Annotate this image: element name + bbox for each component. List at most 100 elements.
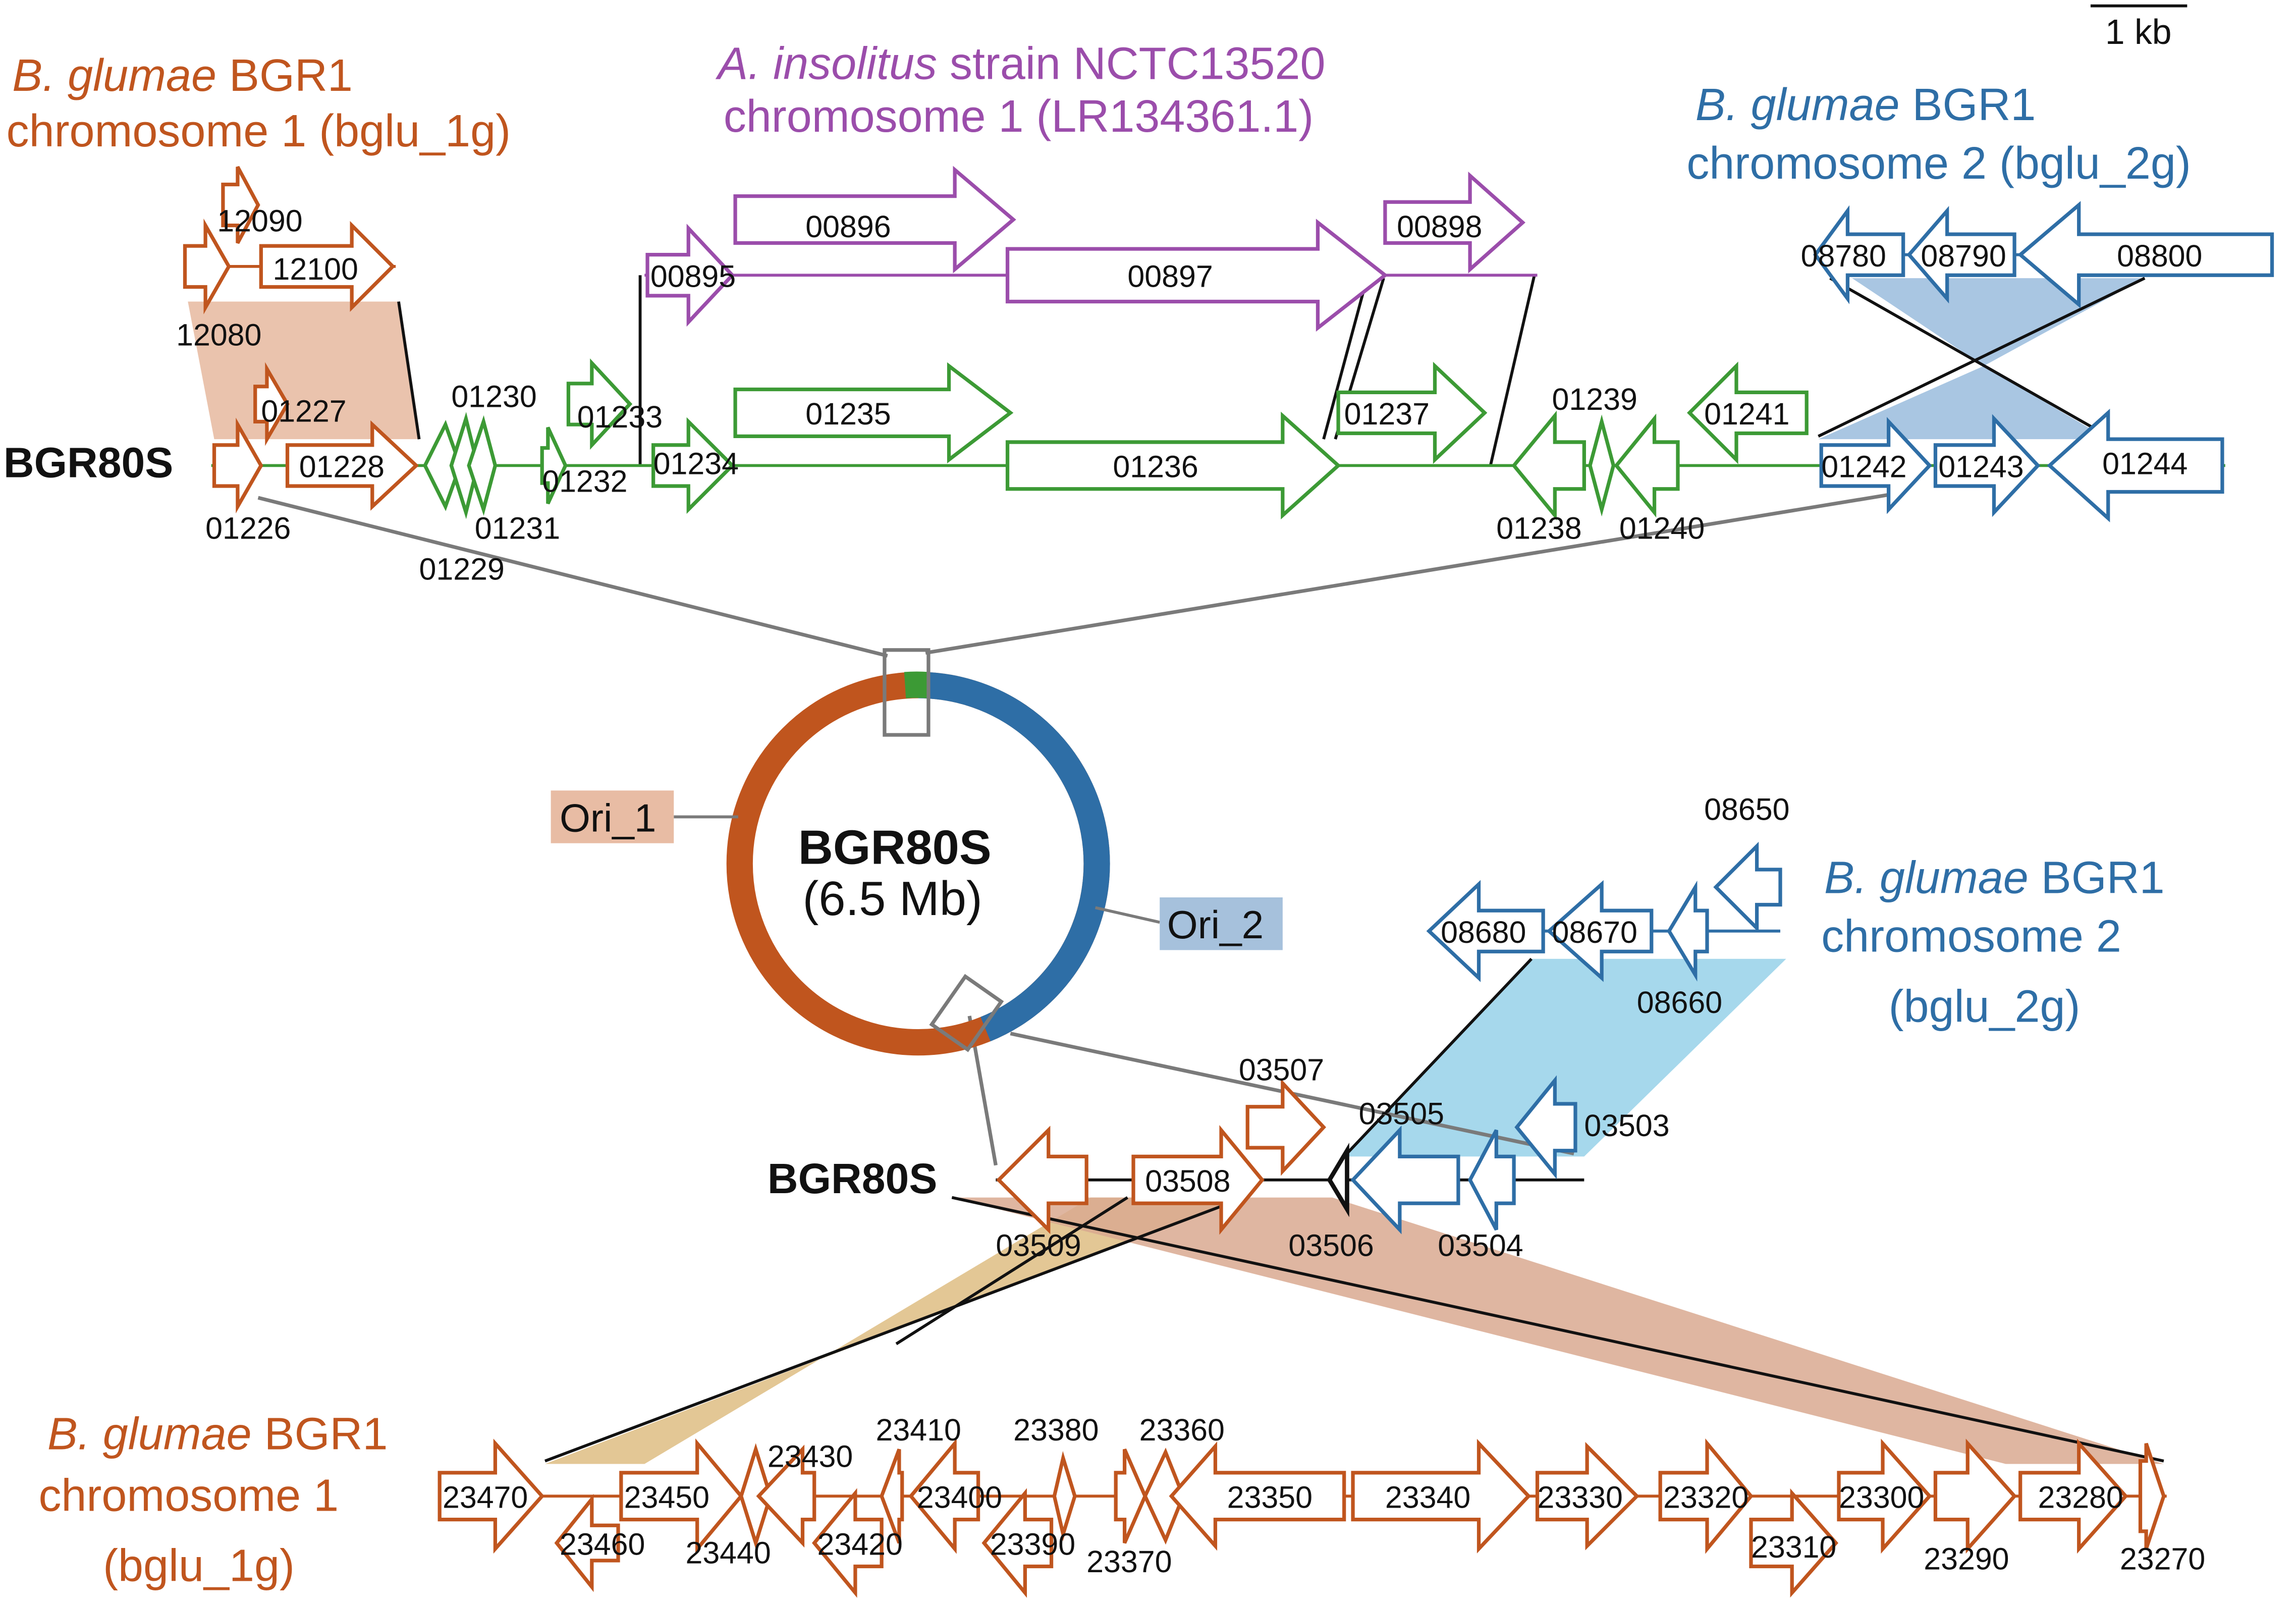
gene-label: 03509	[996, 1228, 1081, 1263]
gene-label: 23440	[685, 1536, 771, 1570]
gene-arrow-12090	[221, 166, 260, 244]
zoom-box-bottom	[929, 974, 1004, 1052]
genome-name: BGR80S	[798, 820, 992, 874]
title-chr2-top-l2: chromosome 2 (bglu_2g)	[1686, 138, 2191, 189]
gene-arrow-23270	[2138, 1442, 2166, 1549]
gene-label: 23390	[990, 1527, 1075, 1561]
gene-arrow-23300	[1837, 1438, 1932, 1554]
gene-arrow-23310	[1749, 1488, 1839, 1598]
gene-arrow-01243	[1933, 414, 2041, 517]
gene-label: 01242	[1821, 450, 1906, 484]
gene-label: 01231	[475, 511, 560, 545]
gene-label: 08680	[1441, 915, 1526, 949]
gene-arrow-03506	[1327, 1143, 1349, 1217]
gene-label: 01230	[451, 379, 536, 413]
gene-arrow-03507	[1245, 1079, 1327, 1176]
title-chr1-top-l1: B. glumae BGR1	[12, 50, 353, 101]
gene-label: 03505	[1359, 1097, 1444, 1131]
gene-arrow-01238	[1511, 410, 1586, 521]
gene-arrow-08670	[1546, 880, 1654, 982]
link-brown-1	[951, 1196, 2164, 1463]
gene-label: 23330	[1538, 1480, 1623, 1514]
gene-arrow-01226	[212, 417, 263, 514]
gene-label: 03503	[1584, 1108, 1669, 1143]
gene-label: 23380	[1013, 1413, 1099, 1447]
gene-arrow-01237	[1336, 361, 1488, 464]
gene-arrow-08800	[2017, 201, 2274, 309]
zoom-line-2	[925, 493, 1889, 655]
gene-arrow-01228	[285, 420, 419, 511]
link-chr2-top-2	[1818, 277, 2146, 438]
gene-label: 23370	[1086, 1544, 1172, 1579]
gene-arrow-08790	[1906, 205, 2016, 304]
gene-arrow-08780	[1813, 205, 1905, 304]
gene-label: 00897	[1127, 259, 1213, 293]
band-chr2-top-a	[1852, 278, 2145, 366]
gene-arrow-23450	[619, 1438, 744, 1554]
gene-arrow-01244	[2047, 408, 2224, 522]
gene-arrow-12080	[183, 219, 231, 314]
gene-arrow-23380	[1052, 1451, 1077, 1541]
link-chr2-mid	[1343, 957, 1533, 1158]
gene-arrow-01241	[1687, 361, 1809, 464]
gene-label: 23430	[768, 1439, 853, 1473]
gene-label: 23410	[876, 1413, 961, 1447]
ori2-label: Ori_2	[1167, 902, 1264, 947]
gene-arrow-03508	[1131, 1125, 1265, 1235]
gene-label: 01227	[261, 394, 346, 428]
gene-label: 23460	[560, 1527, 645, 1561]
strain-label-top: BGR80S	[4, 439, 174, 487]
link-ins-4	[1489, 275, 1536, 466]
gene-arrow-01233	[566, 358, 633, 450]
gene-arrow-01236	[1005, 411, 1341, 520]
gene-arrow-01239	[1588, 414, 1616, 517]
gene-arrow-00895	[645, 224, 735, 327]
gene-arrow-01242	[1819, 417, 1932, 514]
gene-label: 08660	[1637, 985, 1722, 1020]
gene-arrow-23290	[1933, 1438, 2017, 1554]
gene-label: 01241	[1704, 397, 1789, 431]
title-chr1-bottom-l1: B. glumae BGR1	[47, 1409, 388, 1459]
genome-size: (6.5 Mb)	[802, 872, 982, 926]
gene-label: 23470	[443, 1480, 528, 1514]
gene-label: 01239	[1552, 382, 1637, 416]
gene-label: 23320	[1663, 1480, 1748, 1514]
gene-label: 23270	[2120, 1541, 2205, 1576]
gene-arrow-12100	[259, 221, 396, 312]
title-chr1-top-l2: chromosome 1 (bglu_1g)	[7, 106, 511, 156]
gene-arrow-08650	[1713, 841, 1782, 933]
gene-arrow-00896	[733, 166, 1016, 274]
gene-label: 23360	[1139, 1413, 1225, 1447]
title-chr2-mid-l1: B. glumae BGR1	[1824, 852, 2165, 903]
band-chr2-top-b	[1818, 366, 2108, 440]
title-chr2-mid-l2: chromosome 2	[1821, 911, 2121, 961]
title-chr2-top-l1: B. glumae BGR1	[1696, 80, 2036, 130]
title-chr1-bottom-l2: chromosome 1	[38, 1470, 339, 1521]
gene-label: 23290	[1924, 1541, 2009, 1576]
gene-label: 08790	[1921, 239, 2006, 273]
band-chr2-mid	[1344, 958, 1786, 1157]
gene-label: 08650	[1704, 792, 1789, 826]
gene-arrow-01227	[253, 362, 290, 446]
gene-label: 12080	[176, 318, 261, 352]
ori2-connector	[1095, 906, 1160, 924]
gene-label: 23280	[2038, 1480, 2123, 1514]
gene-label: 01243	[1938, 450, 2024, 484]
gene-label: 01235	[805, 397, 891, 431]
gene-label: 03506	[1288, 1228, 1374, 1263]
gene-label: 23350	[1227, 1480, 1313, 1514]
title-insolitus-l2: chromosome 1 (LR134361.1)	[724, 91, 1314, 142]
gene-label: 23450	[624, 1480, 709, 1514]
gene-arrow-00898	[1383, 171, 1525, 274]
gene-arrow-03503	[1514, 1075, 1577, 1180]
gene-arrow-23410	[880, 1449, 904, 1544]
gene-arrow-23430	[756, 1445, 816, 1548]
gene-arrow-23420	[811, 1488, 884, 1598]
gene-arrow-23350	[1169, 1441, 1346, 1551]
band-chr1-top	[188, 301, 419, 440]
gene-label: 00896	[805, 209, 891, 244]
ori2-box	[1160, 897, 1283, 950]
scale-bar-label: 1 kb	[2105, 12, 2172, 51]
gene-arrow-23370	[1114, 1448, 1147, 1544]
